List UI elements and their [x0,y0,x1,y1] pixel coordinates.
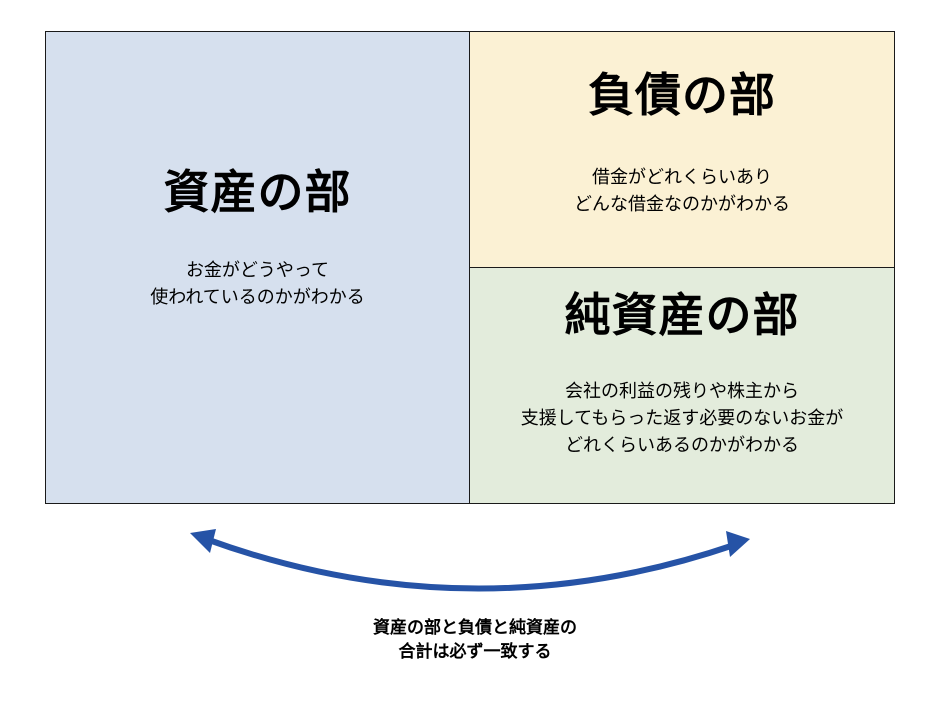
net-assets-description-line: どれくらいあるのかがわかる [565,434,799,456]
liabilities-description-line: 借金がどれくらいあり [592,166,772,188]
net-assets-description-line: 会社の利益の残りや株主から [565,380,799,402]
double-headed-curved-arrow-icon [190,529,750,592]
liabilities-box: 負債の部 借金がどれくらいあり どんな借金なのかがわかる [470,32,894,268]
net-assets-description-line: 支援してもらった返す必要のないお金が [520,407,844,429]
assets-title: 資産の部 [163,165,352,220]
net-assets-title: 純資産の部 [564,288,800,342]
footnote-line: 合計は必ず一致する [398,641,552,662]
assets-box: 資産の部 お金がどうやって 使われているのかがわかる [46,32,470,503]
liabilities-title: 負債の部 [588,68,776,122]
arrow-curve [203,536,737,592]
assets-description-line: 使われているのかがわかる [150,286,365,308]
assets-description: お金がどうやって 使われているのかがわかる [150,257,365,311]
arrow-head-right-icon [726,531,750,557]
liabilities-description-line: どんな借金なのかがわかる [574,193,790,215]
arrow-head-left-icon [190,529,216,553]
assets-description-line: お金がどうやって [185,259,330,281]
liabilities-description: 借金がどれくらいあり どんな借金なのかがわかる [574,164,790,218]
net-assets-description: 会社の利益の残りや株主から 支援してもらった返す必要のないお金が どれくらいある… [521,378,844,459]
balance-sheet-diagram: 資産の部 お金がどうやって 使われているのかがわかる 負債の部 借金がどれくらい… [45,31,895,504]
footnote-line: 資産の部と負債と純資産の [373,618,577,638]
footnote: 資産の部と負債と純資産の 合計は必ず一致する [0,617,950,665]
net-assets-box: 純資産の部 会社の利益の残りや株主から 支援してもらった返す必要のないお金が ど… [470,268,894,503]
